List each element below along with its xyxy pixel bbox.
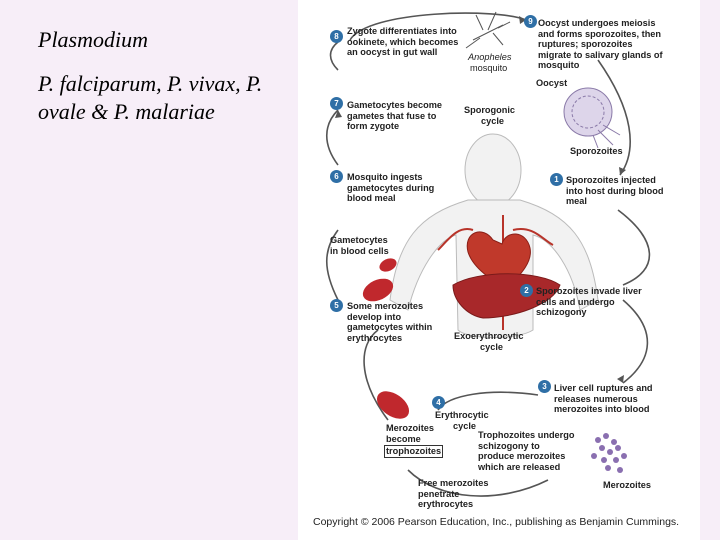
in-blood-cells-label: in blood cells: [330, 246, 389, 256]
gametocytes-blood-label: Gametocytes: [330, 235, 388, 245]
erythrocytic-label: Erythrocytic: [435, 410, 489, 420]
mosquito-label: mosquito: [470, 63, 508, 73]
mosquito-illustration: [465, 11, 511, 49]
sporogonic-cycle-label: cycle: [481, 116, 504, 126]
human-body-figure: [389, 133, 599, 338]
species-list: P. falciparum, P. vivax, P. ovale & P. m…: [38, 71, 263, 124]
step-9-marker: 9: [524, 15, 537, 28]
step-6-label: Mosquito ingests gametocytes during bloo…: [347, 172, 435, 203]
step-1-label: Sporozoites injected into host during bl…: [566, 175, 664, 206]
oocyst-label: Oocyst: [536, 78, 568, 88]
trophozoites-label: trophozoites: [384, 445, 444, 458]
step-8-label: Zygote differentiates into ookinete, whi…: [347, 26, 459, 57]
step-8-marker: 8: [330, 30, 343, 43]
step-4-number: 4: [436, 398, 441, 407]
step-3-label: Liver cell ruptures and releases numerou…: [554, 383, 653, 414]
life-cycle-diagram: 8 Zygote differentiates into ookinete, w…: [298, 0, 700, 540]
merozoites-label: Merozoites: [603, 480, 651, 490]
arrow-1-to-2: [617, 209, 651, 286]
step-1-marker: 1: [550, 173, 563, 186]
arrow-8-to-9: [349, 12, 527, 41]
anopheles-label: Anopheles: [468, 52, 512, 62]
merozoites-cluster: [591, 433, 627, 473]
slide-title: Plasmodium: [38, 27, 148, 52]
free-merozoites-label: Free merozoites penetrate erythrocytes: [418, 478, 489, 509]
become-label: become: [386, 434, 421, 444]
arrow-2-to-3: [622, 299, 649, 384]
step-5-marker: 5: [330, 299, 343, 312]
arrow-9-to-1: [597, 59, 631, 176]
step-9-label: Oocyst undergoes meiosis and forms sporo…: [538, 18, 663, 70]
step-2-label: Sporozoites invade liver cells and under…: [536, 286, 642, 317]
arrow-7-to-8: [329, 41, 339, 71]
step-5-label: Some merozoites develop into gametocytes…: [347, 301, 433, 343]
copyright-notice: Copyright © 2006 Pearson Education, Inc.…: [313, 516, 680, 528]
oocyst-illustration: [563, 87, 621, 149]
step-6-marker: 6: [330, 170, 343, 183]
step-7-label: Gametocytes become gametes that fuse to …: [347, 100, 442, 131]
life-cycle-artwork: [326, 11, 651, 497]
arrow-6-to-7: [326, 109, 339, 166]
step-2-marker: 2: [520, 284, 533, 297]
sporozoites-label: Sporozoites: [570, 146, 623, 156]
arrow-4-cycle: [437, 391, 539, 411]
merozoites-become-label: Merozoites: [386, 423, 434, 433]
trophozoites-schizogony-label: Trophozoites undergo schizogony to produ…: [478, 430, 575, 472]
arrow-5-to-6: [326, 229, 339, 301]
arrow-free-merozoites: [407, 469, 549, 497]
erythrocytic-cycle-label: cycle: [453, 421, 476, 431]
exoerythrocytic-cycle-label: cycle: [480, 342, 503, 352]
step-3-marker: 3: [538, 380, 551, 393]
red-blood-cells: [362, 258, 410, 419]
exoerythrocytic-label: Exoerythrocytic: [454, 331, 524, 341]
step-7-marker: 7: [330, 97, 343, 110]
step-4-marker: 4: [432, 396, 445, 409]
sporogonic-label: Sporogonic: [464, 105, 516, 115]
arrow-4-to-5: [363, 329, 389, 421]
